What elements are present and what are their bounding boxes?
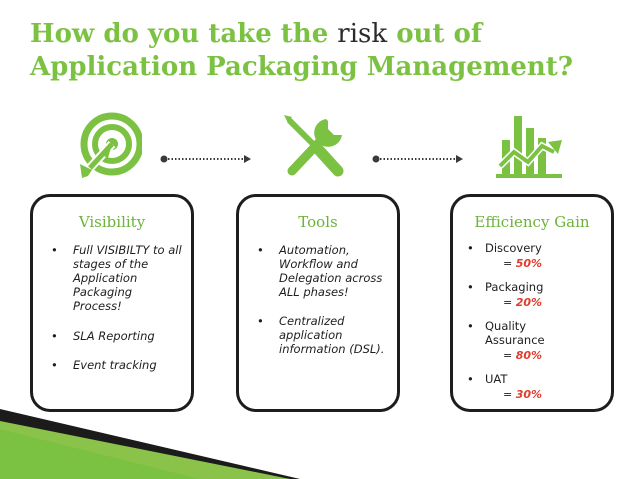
decorative-stripe	[0, 409, 300, 479]
connector-arrow-2	[372, 155, 463, 163]
title-line-2: Application Packaging Management?	[30, 52, 574, 82]
efficiency-stat: = 20%	[503, 296, 543, 309]
tools-card: Tools Automation, Workflow and Delegatio…	[236, 194, 400, 412]
list-item: Quality Assurance	[453, 319, 611, 347]
efficiency-list: Discovery = 50% Packaging = 20% Quality …	[453, 241, 611, 411]
target-icon	[80, 112, 142, 178]
title-highlight: risk	[337, 19, 388, 49]
connector-arrow-1	[160, 155, 251, 163]
tools-icon	[284, 115, 344, 177]
percent-value: 30%	[515, 388, 543, 401]
visibility-card-title: Visibility	[78, 213, 146, 231]
list-item: Centralized application information (DSL…	[239, 314, 397, 356]
efficiency-card-title: Efficiency Gain	[474, 213, 590, 231]
tools-card-title: Tools	[298, 213, 338, 231]
percent-value: 50%	[515, 257, 543, 270]
list-item: Event tracking	[33, 358, 191, 372]
growth-chart-icon	[496, 116, 562, 178]
slide-title: How do you take the risk out of Applicat…	[30, 18, 630, 84]
list-item: Packaging	[453, 280, 611, 294]
visibility-list: Full VISIBILTY to all stages of the Appl…	[33, 243, 191, 387]
percent-value: 20%	[515, 296, 543, 309]
tools-list: Automation, Workflow and Delegation acro…	[239, 243, 397, 371]
efficiency-card: Efficiency Gain Discovery = 50% Packagin…	[450, 194, 614, 412]
list-item: UAT	[453, 372, 611, 386]
list-item: Discovery	[453, 241, 611, 255]
efficiency-stat: = 80%	[503, 349, 543, 362]
title-line-1: How do you take the risk out of	[30, 19, 483, 49]
efficiency-stat: = 50%	[503, 257, 543, 270]
list-item: Automation, Workflow and Delegation acro…	[239, 243, 397, 299]
list-item: SLA Reporting	[33, 329, 191, 343]
list-item: Full VISIBILTY to all stages of the Appl…	[33, 243, 191, 313]
visibility-card: Visibility Full VISIBILTY to all stages …	[30, 194, 194, 412]
efficiency-stat: = 30%	[503, 388, 543, 401]
percent-value: 80%	[515, 349, 543, 362]
